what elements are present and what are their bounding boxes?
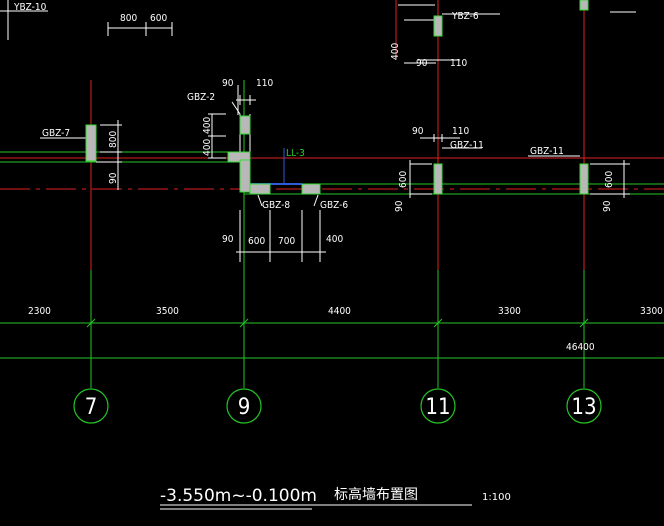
dim-bottom-90: 90 [222, 234, 234, 245]
label-ybz10: YBZ-10 [13, 2, 47, 13]
dim-top-400: 400 [390, 43, 401, 60]
axis-bubble-13 [566, 388, 602, 424]
span-ticks [86, 318, 589, 328]
gbz11a-detail [409, 134, 482, 198]
dim-gbz2-110: 110 [256, 78, 273, 89]
column-gbz2-corner [227, 151, 251, 163]
column-ybz6 [433, 15, 443, 37]
span-11-13: 3300 [498, 306, 521, 317]
dim-gbz11b-600: 600 [604, 171, 615, 188]
column-top-13 [579, 0, 589, 11]
dim-gbz11a-90: 90 [412, 126, 424, 137]
title-scale: 1:100 [482, 492, 511, 503]
title-name: 标高墙布置图 [334, 486, 418, 503]
span-right: 3300 [640, 306, 663, 317]
dim-gbz2-400b: 400 [202, 139, 213, 156]
span-left: 2300 [28, 306, 51, 317]
axis-bubble-label-7: 7 [85, 395, 98, 420]
label-beam-ll3: LL-3 [286, 148, 305, 159]
dim-gbz7-800: 800 [108, 131, 119, 148]
label-gbz2: GBZ-2 [187, 92, 215, 103]
dim-gbz11a-600: 600 [398, 171, 409, 188]
axis-bubble-7 [73, 388, 109, 424]
dim-gbz2-90: 90 [222, 78, 234, 89]
gbz7-detail [40, 120, 122, 190]
label-gbz11-b: GBZ-11 [530, 146, 564, 157]
span-7-9: 3500 [156, 306, 179, 317]
column-gbz7 [85, 124, 97, 162]
label-ybz6: YBZ-6 [451, 11, 479, 22]
column-gbz11-a [433, 163, 443, 195]
column-gbz8-vertical [239, 159, 251, 193]
column-gbz2 [239, 115, 251, 135]
span-9-11: 4400 [328, 306, 351, 317]
span-total: 46400 [566, 342, 595, 353]
title-elevation: -3.550m~-0.100m [160, 486, 317, 506]
label-gbz7: GBZ-7 [42, 128, 70, 139]
axis-bubble-11 [420, 388, 456, 424]
label-gbz6: GBZ-6 [320, 200, 348, 211]
label-gbz11-a: GBZ-11 [450, 140, 484, 151]
top-detail [0, 0, 636, 64]
dim-top-800: 800 [120, 13, 137, 24]
dim-gbz11a-110: 110 [452, 126, 469, 137]
dim-top-600: 600 [150, 13, 167, 24]
dim-top-110: 110 [450, 58, 467, 69]
axis-bubble-label-13: 13 [571, 395, 596, 420]
dim-gbz2-400a: 400 [202, 117, 213, 134]
dim-bottom-700: 700 [278, 236, 295, 247]
column-gbz6 [301, 183, 321, 195]
vertical-axis-red [90, 0, 585, 270]
column-gbz8-horizontal [249, 183, 271, 195]
label-gbz8: GBZ-8 [262, 200, 290, 211]
dim-bottom-600: 600 [248, 236, 265, 247]
horizontal-axis-lines [0, 151, 664, 359]
dim-gbz11a-90b: 90 [394, 200, 405, 212]
axis-bubble-label-11: 11 [425, 395, 450, 420]
dim-bottom-400: 400 [326, 234, 343, 245]
bottom-dims [236, 194, 326, 262]
dim-gbz11b-90: 90 [602, 200, 613, 212]
dim-gbz7-90: 90 [108, 172, 119, 184]
axis-bubble-9 [226, 388, 262, 424]
gbz11b-detail [528, 155, 630, 198]
dim-top-90: 90 [416, 58, 428, 69]
axis-bubble-label-9: 9 [238, 395, 251, 420]
axis-bubbles [73, 388, 602, 424]
column-gbz11-b [579, 163, 589, 195]
